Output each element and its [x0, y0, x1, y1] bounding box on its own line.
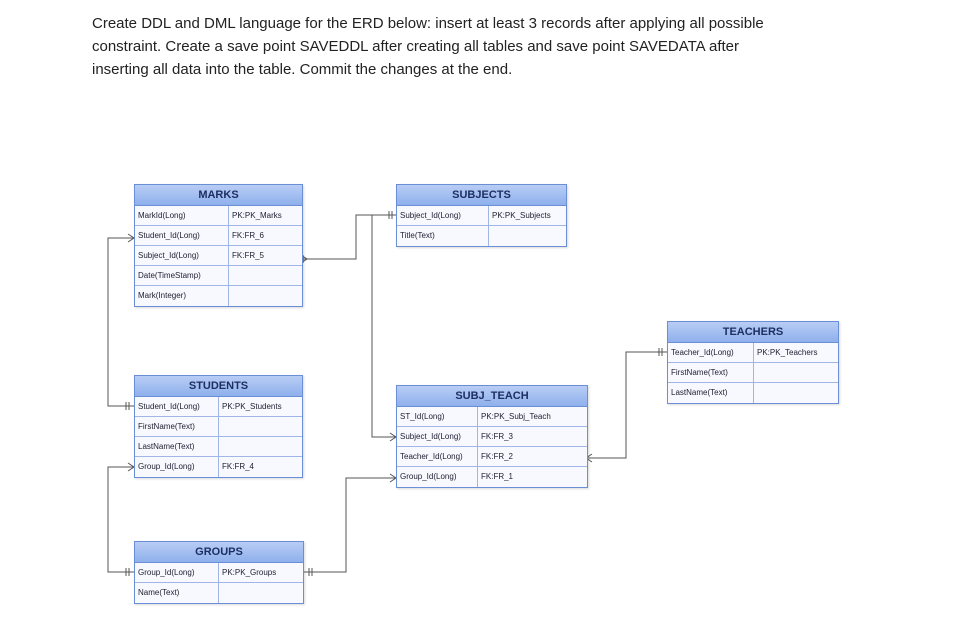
table-row: LastName(Text)	[135, 437, 302, 457]
key-constraint: FK:FR_2	[481, 452, 514, 461]
key-constraint	[229, 266, 301, 285]
key-constraint	[229, 286, 301, 306]
field-name: Date(TimeStamp)	[135, 266, 229, 285]
onemark-groups	[125, 568, 130, 576]
field-name: FirstName(Text)	[668, 363, 754, 382]
table-row: Student_Id(Long)PK:PK_Students	[135, 397, 302, 417]
students-table: STUDENTS Student_Id(Long)PK:PK_Students …	[134, 375, 303, 478]
field-name: Group_Id(Long)	[135, 563, 219, 582]
connector-students-groups	[107, 466, 134, 573]
key-constraint	[489, 226, 565, 246]
field-name: MarkId(Long)	[135, 206, 229, 225]
crowfoot-marks-subject	[300, 254, 308, 264]
instruction-line-2: constraint. Create a save point SAVEDDL …	[92, 38, 739, 55]
table-row: Group_Id(Long)FK:FR_4	[135, 457, 302, 477]
table-row: Student_Id(Long)FK:FR_6	[135, 226, 302, 246]
table-row: ST_Id(Long)PK:PK_Subj_Teach	[397, 407, 587, 427]
key-constraint: PK:PK_Marks	[232, 211, 282, 220]
field-name: Student_Id(Long)	[135, 226, 229, 245]
field-name: Teacher_Id(Long)	[668, 343, 754, 362]
key-constraint: PK:PK_Subj_Teach	[481, 412, 551, 421]
key-constraint: FK:FR_1	[481, 472, 514, 481]
key-constraint: FK:FR_5	[232, 251, 265, 260]
key-constraint: PK:PK_Subjects	[492, 211, 551, 220]
subjects-table: SUBJECTS Subject_Id(Long)PK:PK_Subjects …	[396, 184, 567, 247]
table-title: STUDENTS	[135, 376, 302, 397]
onemark-groups-right	[308, 568, 313, 576]
key-constraint: PK:PK_Students	[222, 402, 282, 411]
field-name: FirstName(Text)	[135, 417, 219, 436]
assignment-instructions: Create DDL and DML language for the ERD …	[92, 12, 872, 81]
table-title: GROUPS	[135, 542, 303, 563]
table-row: Subject_Id(Long)FK:FR_5	[135, 246, 302, 266]
connector-subjteach-teachers	[586, 351, 667, 459]
field-name: LastName(Text)	[135, 437, 219, 456]
table-row: LastName(Text)	[668, 383, 838, 403]
key-constraint: FK:FR_6	[232, 231, 265, 240]
key-constraint	[219, 417, 301, 436]
onemark-subjects	[388, 211, 393, 219]
field-name: Title(Text)	[397, 226, 489, 246]
field-name: LastName(Text)	[668, 383, 754, 403]
field-name: Name(Text)	[135, 583, 219, 603]
table-row: Mark(Integer)	[135, 286, 302, 306]
table-title: SUBJ_TEACH	[397, 386, 587, 407]
key-constraint: FK:FR_3	[481, 432, 514, 441]
table-row: Date(TimeStamp)	[135, 266, 302, 286]
onemark-teachers	[658, 348, 663, 356]
field-name: Group_Id(Long)	[397, 467, 478, 487]
field-name: Subject_Id(Long)	[397, 206, 489, 225]
marks-table: MARKS MarkId(Long)PK:PK_Marks Student_Id…	[134, 184, 303, 307]
table-row: Teacher_Id(Long)PK:PK_Teachers	[668, 343, 838, 363]
table-row: Group_Id(Long)FK:FR_1	[397, 467, 587, 487]
field-name: Group_Id(Long)	[135, 457, 219, 477]
table-row: Teacher_Id(Long)FK:FR_2	[397, 447, 587, 467]
key-constraint: PK:PK_Teachers	[757, 348, 818, 357]
connector-groups-subjteach	[302, 477, 396, 573]
field-name: Subject_Id(Long)	[397, 427, 478, 446]
field-name: Teacher_Id(Long)	[397, 447, 478, 466]
connector-subjteach-subjects	[371, 215, 396, 438]
table-row: FirstName(Text)	[668, 363, 838, 383]
connector-marks-students	[107, 237, 134, 407]
connector-marks-subjects	[301, 214, 396, 260]
key-constraint: FK:FR_4	[222, 462, 255, 471]
field-name: ST_Id(Long)	[397, 407, 478, 426]
instruction-line-3: inserting all data into the table. Commi…	[92, 61, 513, 78]
table-title: SUBJECTS	[397, 185, 566, 206]
table-row: MarkId(Long)PK:PK_Marks	[135, 206, 302, 226]
subj-teach-table: SUBJ_TEACH ST_Id(Long)PK:PK_Subj_Teach S…	[396, 385, 588, 488]
key-constraint: PK:PK_Groups	[222, 568, 277, 577]
table-row: Subject_Id(Long)PK:PK_Subjects	[397, 206, 566, 226]
table-row: Name(Text)	[135, 583, 303, 603]
field-name: Subject_Id(Long)	[135, 246, 229, 265]
table-row: Title(Text)	[397, 226, 566, 246]
instruction-line-1: Create DDL and DML language for the ERD …	[92, 15, 764, 32]
table-title: TEACHERS	[668, 322, 838, 343]
field-name: Student_Id(Long)	[135, 397, 219, 416]
onemark-students	[125, 402, 130, 410]
field-name: Mark(Integer)	[135, 286, 229, 306]
key-constraint	[754, 363, 837, 382]
groups-table: GROUPS Group_Id(Long)PK:PK_Groups Name(T…	[134, 541, 304, 604]
key-constraint	[219, 437, 301, 456]
table-row: Subject_Id(Long)FK:FR_3	[397, 427, 587, 447]
key-constraint	[219, 583, 302, 603]
table-row: FirstName(Text)	[135, 417, 302, 437]
table-row: Group_Id(Long)PK:PK_Groups	[135, 563, 303, 583]
table-title: MARKS	[135, 185, 302, 206]
teachers-table: TEACHERS Teacher_Id(Long)PK:PK_Teachers …	[667, 321, 839, 404]
key-constraint	[754, 383, 837, 403]
